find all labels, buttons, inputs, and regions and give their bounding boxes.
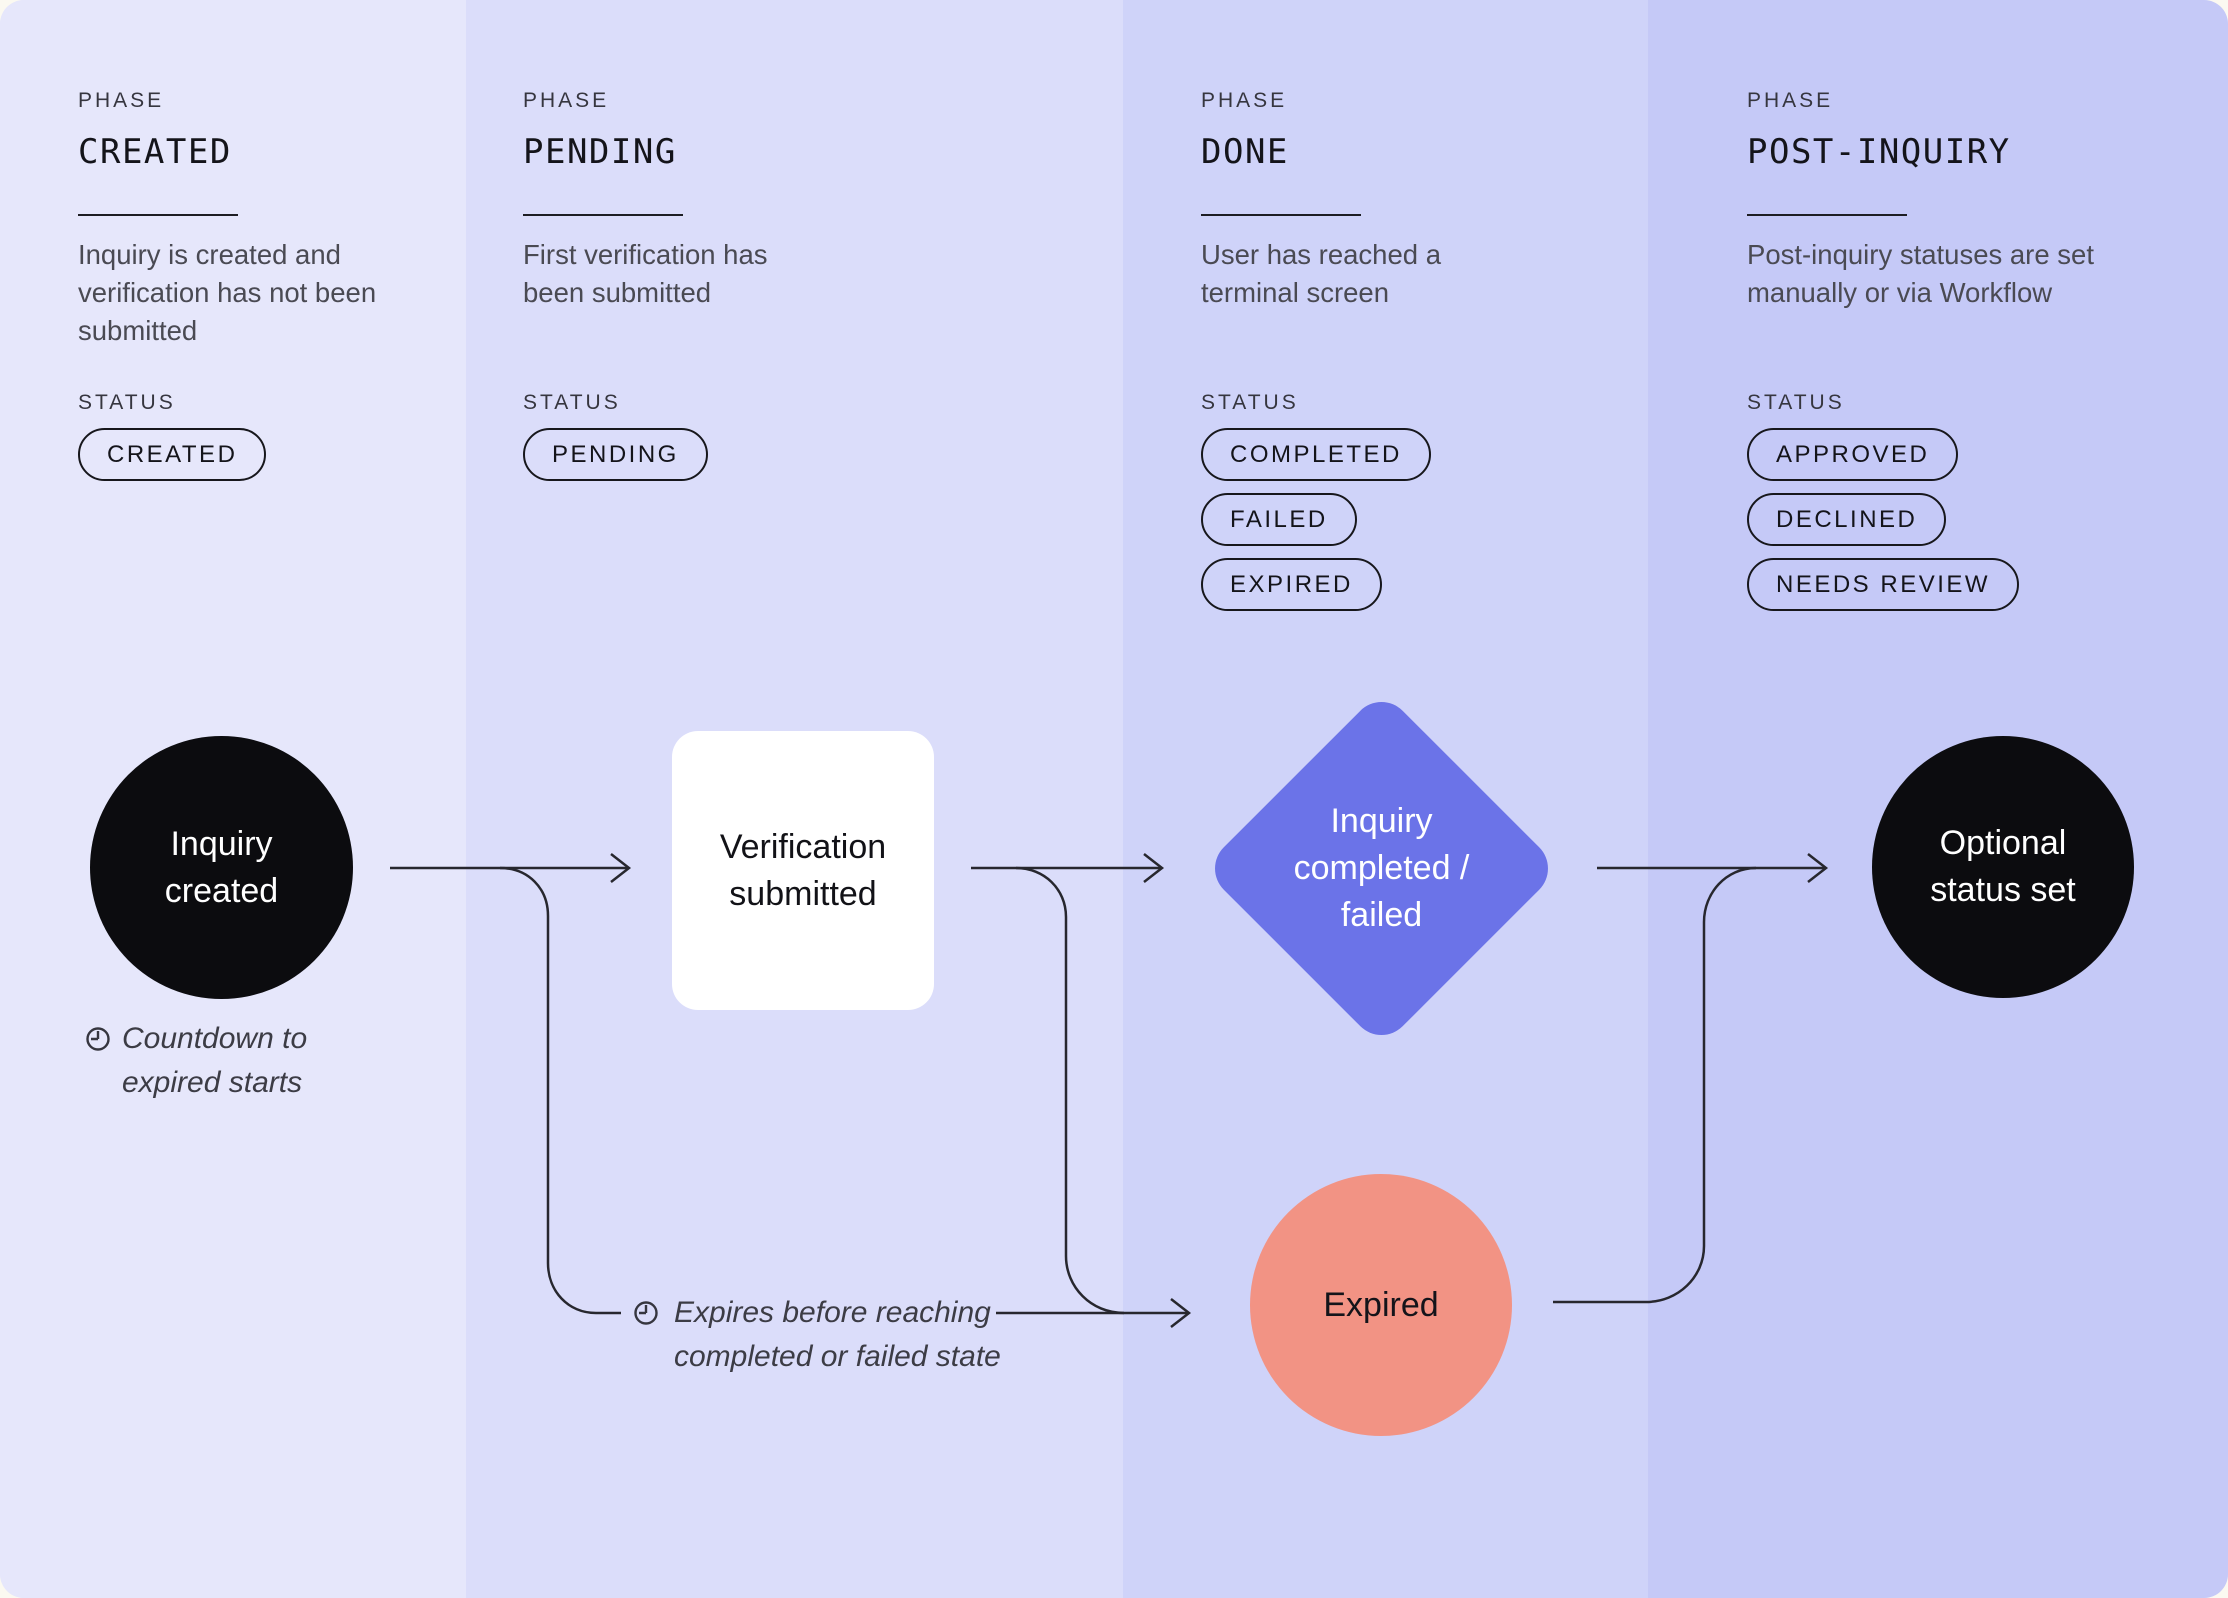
node-label-line: Inquiry [170, 824, 273, 863]
divider [78, 214, 238, 216]
status-block-pending: STATUS PENDING [523, 390, 708, 481]
desc-line: manually or via Workflow [1747, 277, 2053, 308]
caption-line: completed or failed state [674, 1340, 1001, 1373]
status-pill-declined: DECLINED [1747, 493, 1947, 546]
status-pill-created: CREATED [78, 428, 267, 481]
phase-title-pending: PENDING [523, 132, 677, 172]
phase-description: User has reached a terminal screen [1201, 236, 1441, 312]
desc-line: Inquiry is created and [78, 239, 341, 270]
node-expired: Expired [1250, 1174, 1512, 1436]
phase-label: PHASE [523, 89, 610, 112]
phase-description: Post-inquiry statuses are set manually o… [1747, 236, 2094, 312]
node-label-line: submitted [729, 874, 877, 913]
phase-title-created: CREATED [78, 132, 232, 172]
desc-line: verification has not been [78, 277, 377, 308]
status-pill-expired: EXPIRED [1201, 558, 1382, 611]
caption-line: Countdown to [122, 1022, 308, 1055]
caption-line: expired starts [122, 1066, 303, 1099]
desc-line: submitted [78, 315, 198, 346]
status-pill-pending: PENDING [523, 428, 708, 481]
node-label-line: status set [1930, 871, 2076, 909]
status-block-post-inquiry: STATUS APPROVED DECLINED NEEDS REVIEW [1747, 390, 2020, 611]
node-optional-status-set: Optional status set [1872, 736, 2134, 998]
node-inquiry-created: Inquiry created [90, 736, 353, 999]
desc-line: First verification has [523, 239, 768, 270]
desc-line: User has reached a [1201, 239, 1441, 270]
status-pill-needs-review: NEEDS REVIEW [1747, 558, 2020, 611]
node-verification-submitted: Verification submitted [672, 731, 934, 1010]
node-label-line: completed / [1293, 849, 1470, 887]
status-pill-approved: APPROVED [1747, 428, 1959, 481]
status-pill-failed: FAILED [1201, 493, 1357, 546]
divider [523, 214, 683, 216]
phase-label: PHASE [1201, 89, 1288, 112]
status-label: STATUS [1747, 391, 1845, 414]
phase-label: PHASE [1747, 89, 1834, 112]
status-label: STATUS [1201, 391, 1299, 414]
phase-header-done: PHASE DONE User has reached a terminal s… [1201, 88, 1441, 312]
desc-line: terminal screen [1201, 277, 1389, 308]
node-decision-label: Inquiry completed / failed [1230, 742, 1533, 995]
phase-header-created: PHASE CREATED Inquiry is created and ver… [78, 88, 376, 350]
status-block-done: STATUS COMPLETED FAILED EXPIRED [1201, 390, 1431, 611]
phase-label: PHASE [78, 89, 165, 112]
node-label-line: Expired [1323, 1285, 1439, 1324]
phase-title-post-inquiry: POST-INQUIRY [1747, 132, 2011, 172]
caption-line: Expires before reaching [674, 1296, 991, 1329]
node-label-line: Verification [719, 827, 887, 866]
phase-title-done: DONE [1201, 132, 1289, 172]
status-label: STATUS [78, 391, 176, 414]
status-pill-completed: COMPLETED [1201, 428, 1431, 481]
caption-countdown: Countdown to expired starts [122, 1017, 307, 1105]
node-label-line: failed [1340, 896, 1423, 934]
phase-description: First verification has been submitted [523, 236, 768, 312]
desc-line: Post-inquiry statuses are set [1747, 239, 2094, 270]
desc-line: been submitted [523, 277, 712, 308]
status-block-created: STATUS CREATED [78, 390, 267, 481]
phase-header-pending: PHASE PENDING First verification has bee… [523, 88, 768, 312]
phase-header-post-inquiry: PHASE POST-INQUIRY Post-inquiry statuses… [1747, 88, 2094, 312]
node-label-line: Optional [1939, 824, 2067, 862]
divider [1201, 214, 1361, 216]
node-label-line: created [164, 871, 279, 910]
caption-expires: Expires before reaching completed or fai… [674, 1291, 1001, 1379]
divider [1747, 214, 1907, 216]
node-label-line: Inquiry [1330, 802, 1433, 840]
status-label: STATUS [523, 391, 621, 414]
phase-description: Inquiry is created and verification has … [78, 236, 376, 350]
